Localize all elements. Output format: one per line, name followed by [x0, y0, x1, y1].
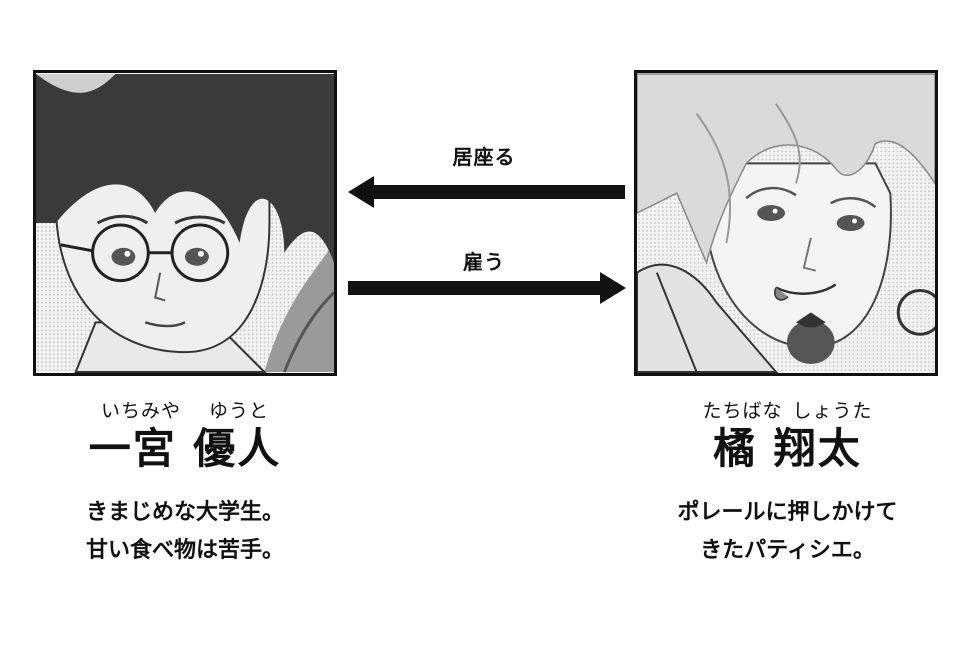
right-character-description: ポレールに押しかけて きたパティシエ。 — [630, 494, 945, 570]
left-character-portrait — [33, 70, 337, 376]
arrow-left — [348, 176, 625, 208]
right-character-info: たちばなしょうた 橘 翔太 ポレールに押しかけて きたパティシエ。 — [630, 398, 945, 570]
left-character-name: 一宮 優人 — [88, 424, 282, 473]
right-character-portrait — [634, 70, 938, 376]
right-character-furigana: たちばなしょうた — [630, 398, 945, 424]
right-description-line: ポレールに押しかけて — [677, 500, 898, 525]
right-description-line: きたパティシエ。 — [700, 538, 875, 563]
left-furigana-family: いちみや — [100, 400, 181, 422]
left-character-illustration — [36, 74, 334, 373]
right-furigana-family: たちばな — [702, 400, 783, 422]
relationship-label-bottom: 雇う — [463, 250, 505, 274]
left-character-info: いちみや ゆうと 一宮 優人 きまじめな大学生。 甘い食べ物は苦手。 — [40, 398, 330, 570]
right-furigana-given: しょうた — [792, 400, 873, 422]
left-character-description: きまじめな大学生。 甘い食べ物は苦手。 — [40, 494, 330, 570]
right-character-illustration — [637, 73, 935, 373]
left-character-furigana: いちみや ゆうと — [40, 398, 330, 424]
relationship-label-top: 居座る — [452, 145, 516, 169]
right-character-name: 橘 翔太 — [713, 424, 862, 473]
arrow-right — [348, 272, 626, 304]
left-description-line: きまじめな大学生。 — [85, 500, 284, 525]
left-description-line: 甘い食べ物は苦手。 — [85, 538, 284, 563]
left-furigana-given: ゆうと — [209, 400, 270, 422]
